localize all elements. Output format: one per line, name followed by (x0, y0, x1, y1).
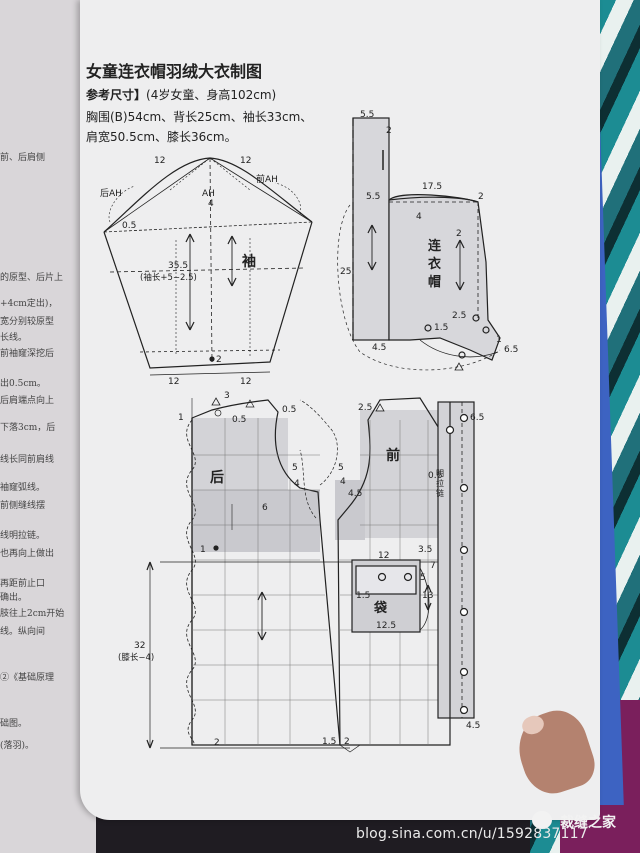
front-pt-5-label: 5 (338, 463, 344, 473)
sleeve-pattern (103, 157, 313, 376)
sleeve-ah-div-label: 4 (208, 199, 214, 209)
hood-name-vertical: 连衣帽 (428, 238, 442, 290)
back-length-formula: (膝长−4) (118, 652, 154, 663)
hood-length-label: 25 (340, 267, 351, 277)
brand-name: 裁缝之家 (560, 815, 616, 831)
pocket-5-label: 5 (420, 573, 426, 583)
front-pattern (299, 397, 475, 753)
back-top-05a-label: 0.5 (232, 415, 246, 425)
pocket-125-label: 12.5 (376, 621, 396, 631)
hood-bottom-45-label: 4.5 (372, 343, 386, 353)
front-pt-4-label: 4 (340, 477, 346, 487)
pocket-width-label: 12 (378, 551, 389, 561)
front-bottom-45-label: 4.5 (466, 721, 480, 731)
sleeve-cap-left-label: 12 (154, 156, 165, 166)
left-page-line: 线明拉链。 (0, 531, 46, 541)
left-page-line: 线长同前肩线 (0, 455, 55, 465)
back-top-05b-label: 0.5 (282, 405, 296, 415)
left-page-line: 后肩端点向上 (0, 396, 55, 406)
left-page-line: 长线。 (0, 333, 28, 343)
sleeve-front-ah-label: 前AH (256, 173, 278, 185)
left-page-line: 也再向上做出 (0, 549, 55, 559)
front-pt-45-label: 4.5 (348, 489, 362, 499)
hood-mark-1-label: 1 (496, 335, 502, 345)
hood-pt-2b-label: 2 (456, 229, 462, 239)
hood-pt-15-label: 1.5 (434, 323, 448, 333)
spec-label: 参考尺寸】 (86, 88, 147, 102)
left-page-line: 的原型、后片上 (0, 273, 64, 283)
left-page-line: 线。纵向间 (0, 627, 46, 637)
left-page-line: 再距前止口 (0, 579, 46, 589)
back-top-3-label: 3 (224, 391, 230, 401)
left-page-line: 袖窿弧线。 (0, 483, 46, 493)
back-pattern (146, 397, 470, 749)
left-page-line: 前袖窿深挖后 (0, 349, 55, 359)
front-bottom-2-label: 2 (344, 737, 350, 747)
spec-line: 肩宽50.5cm、膝长36cm。 (86, 130, 237, 144)
left-page-line: 宽分别较原型 (0, 317, 55, 327)
left-page-line: 前、后肩侧 (0, 153, 46, 163)
spec-line: 参考尺寸】(4岁女童、身高102cm) (86, 86, 276, 103)
wechat-icon (532, 811, 552, 829)
hood-pt-65-label: 6.5 (504, 345, 518, 355)
front-pt-06-label: 0.6 (428, 471, 443, 481)
back-pt-5-label: 5 (292, 463, 298, 473)
back-name-label: 后 (210, 469, 224, 486)
hood-pt-2a-label: 2 (478, 192, 484, 202)
hood-pt-4-label: 4 (416, 212, 422, 222)
back-pt-4-label: 4 (294, 479, 300, 489)
hood-pattern (337, 117, 501, 371)
sleeve-name-label: 袖 (242, 253, 256, 270)
hood-pt-25-label: 2.5 (452, 311, 466, 321)
sleeve-hem-2-label: 2 (216, 355, 222, 365)
sleeve-back-ah-label: 后AH (100, 188, 122, 199)
left-page-line: 肢往上2cm开始 (0, 609, 65, 619)
sleeve-hem-left-label: 12 (168, 377, 179, 387)
front-pt-65-label: 6.5 (470, 413, 484, 423)
left-page-line: 确出。 (0, 593, 28, 603)
front-top-25-label: 2.5 (358, 403, 372, 413)
left-page-line: 础图。 (0, 719, 28, 729)
back-bottom-2-label: 2 (214, 738, 220, 748)
left-page-line: +4cm定出)， (0, 299, 58, 309)
pocket-15-label: 1.5 (356, 591, 370, 601)
left-page-line: 出0.5cm。 (0, 379, 46, 389)
pocket-35-label: 3.5 (418, 545, 432, 555)
left-page-line: ②《基础原理 (0, 673, 55, 683)
hood-width-label: 17.5 (422, 182, 442, 192)
spec-value: (4岁女童、身高102cm) (146, 88, 277, 102)
hood-neck-55-label: 5.5 (366, 192, 380, 202)
pocket-name-label: 袋 (373, 600, 388, 616)
pocket-13-label: 13 (422, 591, 433, 601)
spec-line: 胸围(B)54cm、背长25cm、袖长33cm、 (86, 110, 313, 124)
front-zip-label: 明拉链 (436, 469, 444, 498)
sleeve-length-formula: (袖长+5−2.5) (140, 272, 197, 283)
front-bottom-15-label: 1.5 (322, 737, 336, 747)
pocket-7-label: 7 (430, 561, 436, 571)
hood-top-55-label: 5.5 (360, 110, 374, 120)
hood-top-2-label: 2 (386, 126, 392, 136)
back-top-1-label: 1 (178, 413, 184, 423)
sleeve-ah-label: AH (202, 189, 215, 199)
sleeve-cap-right-label: 12 (240, 156, 251, 166)
back-length-label: 32 (134, 641, 145, 651)
page-title: 女童连衣帽羽绒大衣制图 (86, 62, 263, 81)
front-name-label: 前 (386, 447, 400, 464)
left-page-line: 前侧缝线摆 (0, 501, 46, 511)
sleeve-left-05-label: 0.5 (122, 221, 136, 231)
back-pt-1-label: 1 (200, 545, 206, 555)
left-page-line: (落羽)。 (0, 741, 35, 751)
sleeve-length-label: 35.5 (168, 261, 188, 271)
watermark-url: blog.sina.com.cn/u/1592837117 (356, 826, 588, 842)
sleeve-hem-right-label: 12 (240, 377, 251, 387)
back-pt-6-label: 6 (262, 503, 268, 513)
left-page-line: 下落3cm，后 (0, 423, 56, 433)
